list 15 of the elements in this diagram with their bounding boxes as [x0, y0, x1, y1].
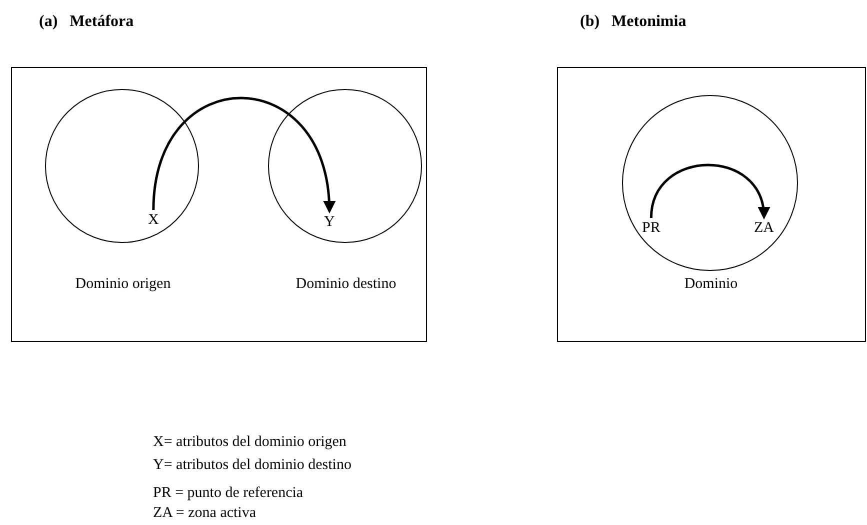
variable-label: ZA: [754, 220, 774, 237]
legend-note: Y= atributos del dominio destino: [153, 457, 352, 474]
legend-note: PR = punto de referencia: [153, 485, 304, 502]
curved-arrow: [650, 164, 769, 220]
domain-caption: Dominio origen: [74, 276, 172, 293]
panel-heading: (b) Metonimia: [580, 13, 686, 31]
curved-arrow: [152, 96, 335, 214]
legend-note: ZA = zona activa: [153, 505, 256, 522]
domain-caption: Dominio: [683, 276, 739, 293]
legend-note: X= atributos del dominio origen: [153, 434, 346, 451]
variable-label: Y: [324, 214, 335, 231]
panel-heading: (a) Metáfora: [39, 13, 134, 31]
variable-label: X: [148, 212, 159, 229]
variable-label: PR: [642, 220, 660, 237]
domain-caption: Dominio destino: [294, 276, 398, 293]
